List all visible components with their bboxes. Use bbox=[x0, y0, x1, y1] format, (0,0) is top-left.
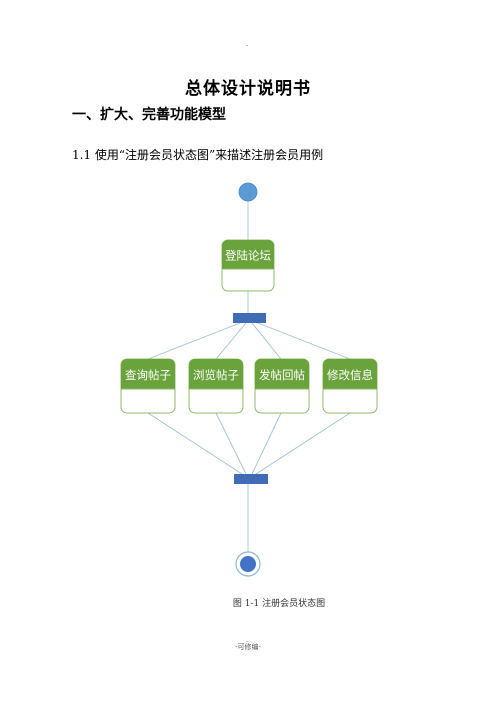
join-bar bbox=[234, 474, 268, 484]
edge-post-join bbox=[251, 412, 282, 475]
section-heading: 一、扩大、完善功能模型 bbox=[72, 107, 226, 123]
state-login-label: 登陆论坛 bbox=[225, 249, 271, 263]
state-query-label: 查询帖子 bbox=[125, 368, 171, 382]
header-dot: . bbox=[246, 40, 249, 48]
state-login: 登陆论坛 bbox=[221, 239, 275, 292]
end-node bbox=[235, 551, 261, 577]
state-edit: 修改信息 bbox=[322, 358, 378, 414]
edge-fork-browse bbox=[215, 322, 247, 360]
body-paragraph: 1.1 使用“注册会员状态图”来描述注册会员用例 bbox=[72, 148, 324, 162]
figure-caption: 图 1-1 注册会员状态图 bbox=[232, 599, 326, 609]
fork-bar bbox=[233, 313, 266, 323]
edge-fork-edit bbox=[257, 322, 351, 360]
state-query: 查询帖子 bbox=[120, 358, 176, 414]
diagram-edges bbox=[147, 201, 351, 552]
edge-fork-post bbox=[251, 322, 282, 360]
footer-dot: . bbox=[246, 636, 249, 644]
page-title: 总体设计说明书 bbox=[185, 79, 311, 99]
state-browse-label: 浏览帖子 bbox=[193, 368, 239, 382]
state-edit-label: 修改信息 bbox=[327, 368, 373, 382]
edge-fork-query bbox=[147, 322, 241, 360]
state-browse: 浏览帖子 bbox=[188, 358, 244, 414]
edge-browse-join bbox=[215, 412, 247, 475]
start-node bbox=[238, 182, 258, 202]
state-post: 发帖回帖 bbox=[254, 358, 310, 414]
footer-text: -可修编- bbox=[235, 643, 261, 651]
edge-query-join bbox=[147, 412, 243, 475]
edge-edit-join bbox=[255, 412, 351, 475]
state-post-label: 发帖回帖 bbox=[259, 368, 305, 382]
